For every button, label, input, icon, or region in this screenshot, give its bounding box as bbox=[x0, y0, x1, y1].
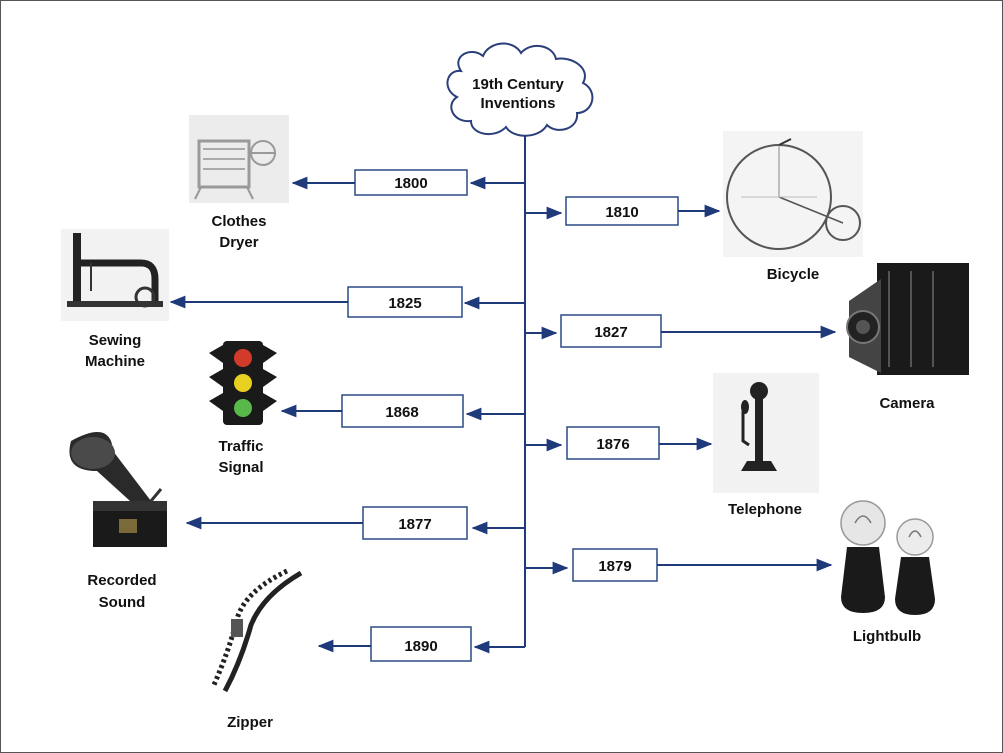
invention-name-line-1: Camera bbox=[879, 395, 935, 412]
branch-1827: 1827 Camera bbox=[525, 263, 969, 412]
invention-name-line-1: Bicycle bbox=[767, 266, 820, 283]
clothes-dryer-icon bbox=[189, 115, 289, 203]
year-label: 1879 bbox=[598, 558, 631, 575]
year-box bbox=[354, 169, 468, 196]
year-label: 1868 bbox=[385, 404, 418, 421]
year-label: 1877 bbox=[398, 516, 431, 533]
branch-1825: 1825 Sewing Machine bbox=[61, 229, 525, 370]
branch-1868: 1868 Traffic Signal bbox=[209, 341, 525, 476]
invention-name-line-2: Machine bbox=[85, 353, 145, 370]
penny-farthing-bicycle-icon bbox=[723, 131, 863, 257]
year-label: 1876 bbox=[596, 436, 629, 453]
zipper-icon bbox=[210, 568, 303, 693]
year-label: 1800 bbox=[394, 175, 427, 192]
invention-name-line-2: Sound bbox=[99, 594, 146, 611]
branch-1877: 1877 Recorded Sound bbox=[69, 432, 525, 611]
year-label: 1825 bbox=[388, 295, 421, 312]
year-box bbox=[370, 626, 472, 662]
year-box bbox=[572, 548, 658, 582]
sewing-machine-icon bbox=[61, 229, 169, 321]
invention-name-line-2: Dryer bbox=[219, 234, 258, 251]
invention-name-line-1: Telephone bbox=[728, 501, 802, 518]
invention-name-line-1: Zipper bbox=[227, 714, 273, 731]
branch-1810: 1810 Bicycle bbox=[525, 131, 863, 283]
branch-1879: 1879 Lightbulb bbox=[525, 500, 935, 645]
invention-name-line-1: Lightbulb bbox=[853, 628, 921, 645]
invention-name-line-1: Sewing bbox=[89, 332, 142, 349]
year-label: 1890 bbox=[404, 638, 437, 655]
invention-name-line-2: Signal bbox=[218, 459, 263, 476]
branch-1800: 1800 Clothes Dryer bbox=[189, 115, 525, 251]
folding-camera-icon bbox=[846, 263, 969, 375]
cloud-shape bbox=[446, 42, 594, 137]
invention-name-line-1: Clothes bbox=[211, 213, 266, 230]
invention-name-line-1: Recorded bbox=[87, 572, 156, 589]
year-box bbox=[560, 314, 662, 348]
title-cloud: 19th Century Inventions bbox=[446, 42, 594, 137]
year-box bbox=[362, 506, 468, 540]
gramophone-icon bbox=[69, 432, 167, 547]
traffic-light-icon bbox=[209, 341, 277, 425]
invention-name-line-1: Traffic bbox=[218, 438, 263, 455]
candlestick-telephone-icon bbox=[713, 373, 819, 493]
year-label: 1827 bbox=[594, 324, 627, 341]
lightbulb-icon bbox=[840, 500, 935, 615]
title-line-2: Inventions bbox=[480, 95, 555, 112]
year-label: 1810 bbox=[605, 204, 638, 221]
branch-1890: 1890 Zipper bbox=[210, 568, 525, 731]
branch-1876: 1876 Telephone bbox=[525, 373, 819, 518]
title-line-1: 19th Century bbox=[472, 76, 564, 93]
year-box bbox=[566, 426, 660, 460]
